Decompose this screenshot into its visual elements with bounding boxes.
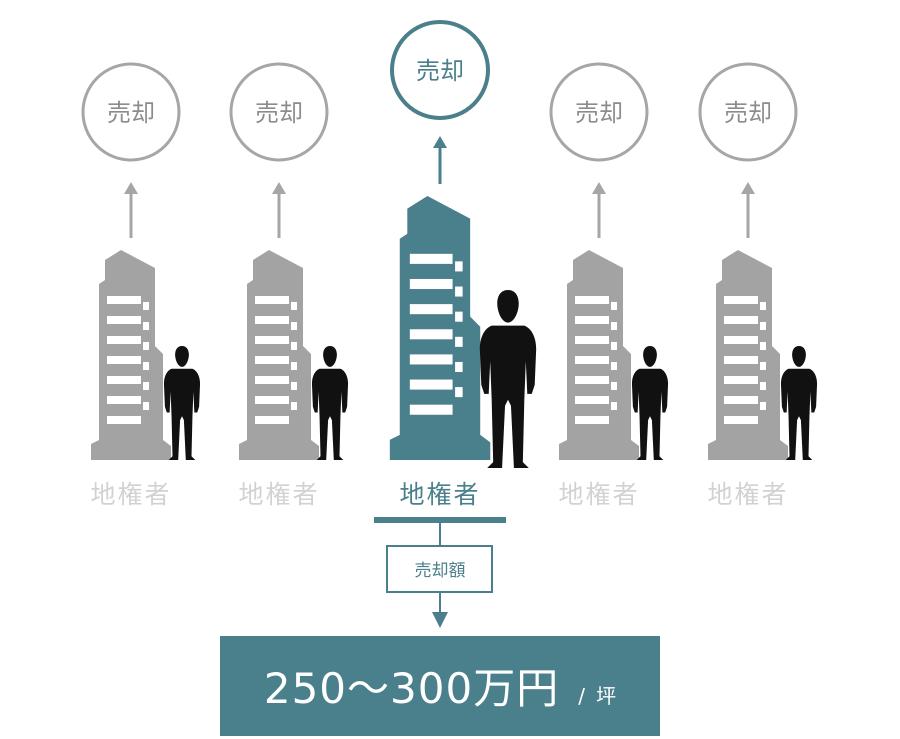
sale-label: 売却 [724, 99, 772, 127]
arrow-up-icon [741, 182, 755, 194]
price-value: 250〜300万円 / 坪 [264, 664, 616, 713]
sale-label: 売却 [107, 99, 155, 127]
person-icon [631, 346, 669, 460]
owner-label: 地権者 [558, 480, 639, 509]
sale-circle [229, 62, 329, 162]
person-icon [163, 346, 201, 460]
sale-circle [698, 62, 798, 162]
owner-label: 地権者 [238, 480, 319, 509]
sale-circle [81, 62, 181, 162]
owner-label: 地権者 [399, 480, 480, 509]
arrow-up-icon [592, 182, 606, 194]
owner-underline [374, 517, 506, 523]
person-icon [780, 346, 818, 460]
price-unit: 坪 [596, 684, 616, 708]
amount-connector: 売却額 [374, 517, 506, 628]
owner-label: 地権者 [90, 480, 171, 509]
sale-label: 売却 [575, 99, 623, 127]
building-icon [91, 250, 171, 460]
sale-label: 売却 [416, 57, 464, 85]
amount-label: 売却額 [415, 561, 466, 581]
sale-circle [390, 20, 490, 120]
price-separator: / [578, 684, 585, 708]
arrow-down-icon [432, 612, 448, 628]
arrow-up-icon [124, 182, 138, 194]
amount-label-box [386, 545, 493, 593]
building-icon [239, 250, 319, 460]
building-icon [708, 250, 788, 460]
sale-label: 売却 [255, 99, 303, 127]
building-icon [559, 250, 639, 460]
owner-label: 地権者 [707, 480, 788, 509]
price-box: 250〜300万円 / 坪 [220, 636, 660, 736]
price-main: 250〜300万円 [264, 664, 559, 713]
sale-circle [549, 62, 649, 162]
arrow-up-icon [272, 182, 286, 194]
arrow-up-icon [433, 136, 447, 148]
building-icon [390, 196, 491, 460]
person-icon [311, 346, 349, 460]
